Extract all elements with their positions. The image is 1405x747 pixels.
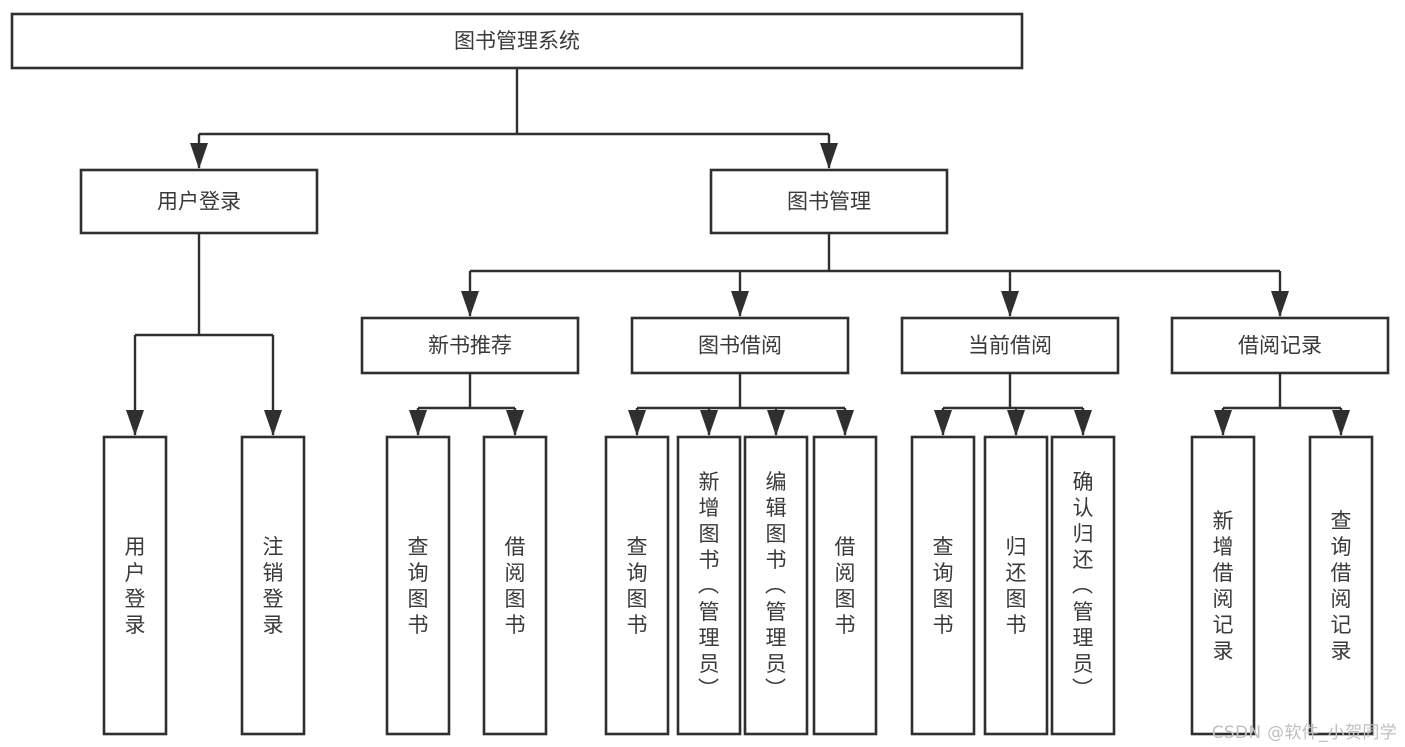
arrow-head-icon [767, 410, 785, 436]
leaf-label: 归还图书 [1006, 535, 1027, 637]
node-label: 新书推荐 [428, 334, 512, 358]
watermark-label: CSDN @软件_小贺同学 [1211, 723, 1397, 743]
arrow-head-icon [1074, 410, 1092, 436]
leaf-label: 新增借阅记录 [1213, 509, 1234, 663]
node-box [1050, 435, 1116, 736]
leaf-node-查询图书[interactable]: 查询图书 [385, 435, 451, 736]
node-label: 当前借阅 [968, 334, 1052, 358]
level2-node-图书管理[interactable]: 图书管理 [709, 168, 949, 235]
arrow-head-icon [126, 410, 144, 436]
arrow-head-icon [934, 410, 952, 436]
leaf-node-归还图书[interactable]: 归还图书 [983, 435, 1049, 736]
arrow-head-icon [1271, 291, 1289, 317]
leaf-label: 查询图书 [627, 535, 648, 637]
leaf-node-新增图书管理员[interactable]: 新增图书（管理员） [676, 435, 742, 736]
level3-node-新书推荐[interactable]: 新书推荐 [360, 316, 580, 375]
level3-node-图书借阅[interactable]: 图书借阅 [630, 316, 850, 375]
leaf-node-查询图书[interactable]: 查询图书 [604, 435, 670, 736]
node-box [812, 435, 878, 736]
leaf-label: 用户登录 [125, 535, 146, 637]
node-label: 用户登录 [157, 190, 241, 214]
leaf-label: 注销登录 [263, 535, 284, 637]
arrow-head-icon [836, 410, 854, 436]
node-box [900, 316, 1120, 375]
leaf-label: 借阅图书 [505, 535, 526, 637]
connectors-layer [126, 68, 1350, 436]
arrow-head-icon [1332, 410, 1350, 436]
node-label: 借阅记录 [1238, 334, 1322, 358]
node-box [604, 435, 670, 736]
node-box [1170, 316, 1390, 375]
leaf-node-新增借阅记录[interactable]: 新增借阅记录 [1190, 435, 1256, 736]
node-box [240, 435, 306, 736]
node-label: 图书管理系统 [454, 29, 580, 53]
arrow-head-icon [264, 410, 282, 436]
leaf-node-借阅图书[interactable]: 借阅图书 [812, 435, 878, 736]
node-box [709, 168, 949, 235]
leaf-label: 新增图书（管理员） [698, 470, 720, 702]
leaf-label: 查询借阅记录 [1331, 509, 1352, 663]
leaf-node-查询图书[interactable]: 查询图书 [910, 435, 976, 736]
arrow-head-icon [820, 143, 838, 169]
arrow-head-icon [731, 291, 749, 317]
leaf-node-注销登录[interactable]: 注销登录 [240, 435, 306, 736]
leaf-label: 借阅图书 [835, 535, 856, 637]
node-label: 图书管理 [787, 190, 871, 214]
arrow-head-icon [628, 410, 646, 436]
leaf-node-查询借阅记录[interactable]: 查询借阅记录 [1308, 435, 1374, 736]
node-box [79, 168, 319, 235]
leaf-label: 查询图书 [408, 535, 429, 637]
node-box [910, 435, 976, 736]
arrow-head-icon [700, 410, 718, 436]
node-label: 图书借阅 [698, 334, 782, 358]
node-box [630, 316, 850, 375]
arrow-head-icon [409, 410, 427, 436]
node-box [983, 435, 1049, 736]
arrow-head-icon [1007, 410, 1025, 436]
leaf-label: 编辑图书（管理员） [765, 470, 787, 702]
level3-node-借阅记录[interactable]: 借阅记录 [1170, 316, 1390, 375]
root-node-图书管理系统[interactable]: 图书管理系统 [10, 12, 1024, 70]
leaf-node-编辑图书管理员[interactable]: 编辑图书（管理员） [743, 435, 809, 736]
node-box [676, 435, 742, 736]
arrow-head-icon [1214, 410, 1232, 436]
node-box [10, 12, 1024, 70]
node-box [1190, 435, 1256, 736]
node-box [1308, 435, 1374, 736]
level2-node-用户登录[interactable]: 用户登录 [79, 168, 319, 235]
leaf-node-借阅图书[interactable]: 借阅图书 [482, 435, 548, 736]
node-box [482, 435, 548, 736]
arrow-head-icon [190, 143, 208, 169]
leaf-label: 确认归还（管理员） [1072, 470, 1094, 702]
nodes-layer: 图书管理系统用户登录图书管理新书推荐图书借阅当前借阅借阅记录用户登录注销登录查询… [10, 12, 1390, 736]
leaf-node-确认归还管理员[interactable]: 确认归还（管理员） [1050, 435, 1116, 736]
arrow-head-icon [461, 291, 479, 317]
leaf-node-用户登录[interactable]: 用户登录 [102, 435, 168, 736]
arrow-head-icon [506, 410, 524, 436]
level3-node-当前借阅[interactable]: 当前借阅 [900, 316, 1120, 375]
node-box [102, 435, 168, 736]
leaf-label: 查询图书 [933, 535, 954, 637]
node-box [385, 435, 451, 736]
arrow-head-icon [1001, 291, 1019, 317]
node-box [743, 435, 809, 736]
node-box [360, 316, 580, 375]
